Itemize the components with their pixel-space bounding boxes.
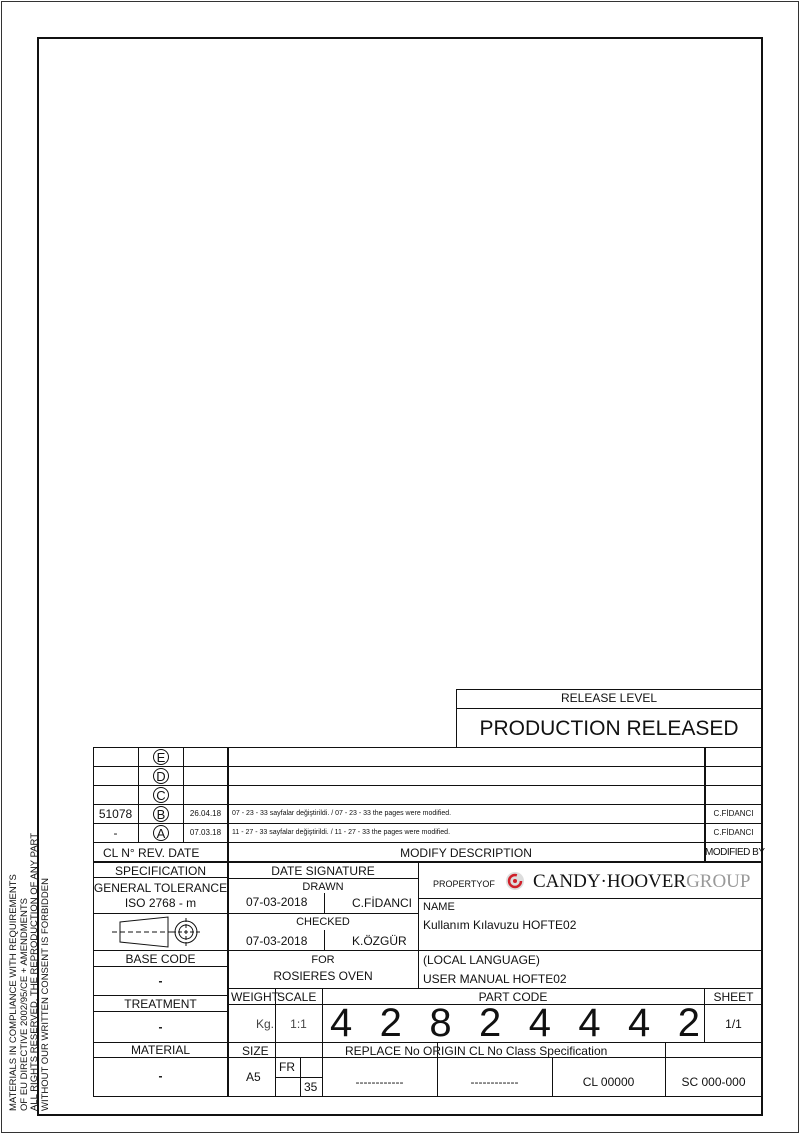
revision-table [93,747,762,1097]
specification-label: SPECIFICATION [114,864,207,878]
treatment-value: - [158,1020,163,1034]
compliance-line: WITHOUT OUR WRITTEN CONSENT IS FORBIDDEN [39,878,51,1111]
name-label: NAME [423,901,455,913]
for-value: ROSIERES OVEN [273,969,373,983]
rev-header-modified-by: MODIFIED BY [705,847,765,858]
scale-value: 1:1 [290,1017,307,1031]
revision-letter: C [153,787,169,803]
treatment-label: TREATMENT [124,997,197,1011]
checked-date: 07-03-2018 [246,934,308,948]
revision-date: 26.04.18 [189,809,222,818]
rev-header-cl-rev-date: CL N° REV. DATE [103,846,200,860]
release-level-label: RELEASE LEVEL [560,691,658,705]
sheet-label: SHEET [713,990,754,1004]
size-value: A5 [246,1070,261,1084]
general-tolerance-label: GENERAL TOLERANCE [93,881,228,895]
drawn-by: C.FİDANCI [352,896,412,910]
projection-symbol-icon [112,916,200,948]
release-level-value: PRODUCTION RELEASED [479,717,739,740]
part-code-digit: 2 [379,1001,402,1045]
base-code-value: - [158,974,163,988]
revision-letter: E [153,749,169,765]
revision-cl-number: - [113,826,118,840]
cl-value: CL 00000 [582,1075,635,1089]
part-code-digit: 8 [429,1001,452,1045]
rev-header-description: MODIFY DESCRIPTION [400,846,532,860]
part-code-digit: 2 [677,1001,700,1045]
company-group: GROUP [686,871,751,892]
drawing-frame [37,37,763,1116]
date-signature-label: DATE SIGNATURE [271,864,375,878]
local-language-label: (LOCAL LANGUAGE) [423,953,540,967]
sheet-value: 1/1 [725,1017,742,1031]
iso-tolerance-value: ISO 2768 - m [124,896,197,910]
compliance-notice: MATERIALS IN COMPLIANCE WITH REQUIREMENT… [8,831,51,1111]
revision-date: 07.03.18 [189,828,222,837]
replace-origin-header: REPLACE No ORIGIN CL No Class Specificat… [345,1044,608,1058]
part-code-digit: 4 [628,1001,651,1045]
property-of-label: PROPERTYOF [433,879,495,889]
drawn-label: DRAWN [302,881,344,893]
replace-value: ------------ [355,1075,404,1089]
origin-value: ------------ [470,1075,519,1089]
revision-modified-by: C.FİDANCI [713,828,754,837]
scale-label: SCALE [277,990,317,1004]
material-label: MATERIAL [130,1043,191,1057]
compliance-line: MATERIALS IN COMPLIANCE WITH REQUIREMENT… [8,874,19,1111]
local-language-value: USER MANUAL HOFTE02 [423,972,567,986]
part-code-label: PART CODE [478,990,548,1004]
company-logo-text: CANDY·HOOVERGROUP [533,872,750,891]
weight-label: WEIGHT [231,990,279,1004]
revision-description: 11 - 27 - 33 sayfalar değiştirildi. / 11… [232,829,451,836]
drawn-date: 07-03-2018 [246,895,308,909]
revision-description: 07 - 23 - 33 sayfalar değiştirildi. / 07… [232,810,452,817]
revision-modified-by: C.FİDANCI [713,809,754,818]
revision-letter: A [153,825,169,841]
weight-value: Kg. [256,1017,275,1031]
checked-label: CHECKED [296,916,350,928]
revision-cl-number: 51078 [98,807,133,821]
revision-letter: B [153,806,169,822]
sc-value: SC 000-000 [681,1075,746,1089]
base-code-label: BASE CODE [125,952,196,966]
for-label: FOR [311,954,335,966]
part-code-digit: 4 [578,1001,601,1045]
size-label: SIZE [242,1044,269,1058]
fr-label: FR [279,1060,295,1074]
part-code-digit: 4 [330,1001,353,1045]
company-name: CANDY·HOOVER [533,871,687,892]
checked-by: K.ÖZGÜR [352,934,407,948]
revision-letter: D [153,768,169,784]
candy-hoover-logo-icon [506,872,524,890]
name-value: Kullanım Kılavuzu HOFTE02 [423,918,577,932]
part-code-digit: 2 [479,1001,502,1045]
part-code-digit: 4 [528,1001,551,1045]
compliance-line: ALL RIGHTS RESERVED, THE REPRODUCTION OF… [29,832,40,1111]
material-value: - [158,1069,163,1083]
fr-value: 35 [304,1080,318,1094]
